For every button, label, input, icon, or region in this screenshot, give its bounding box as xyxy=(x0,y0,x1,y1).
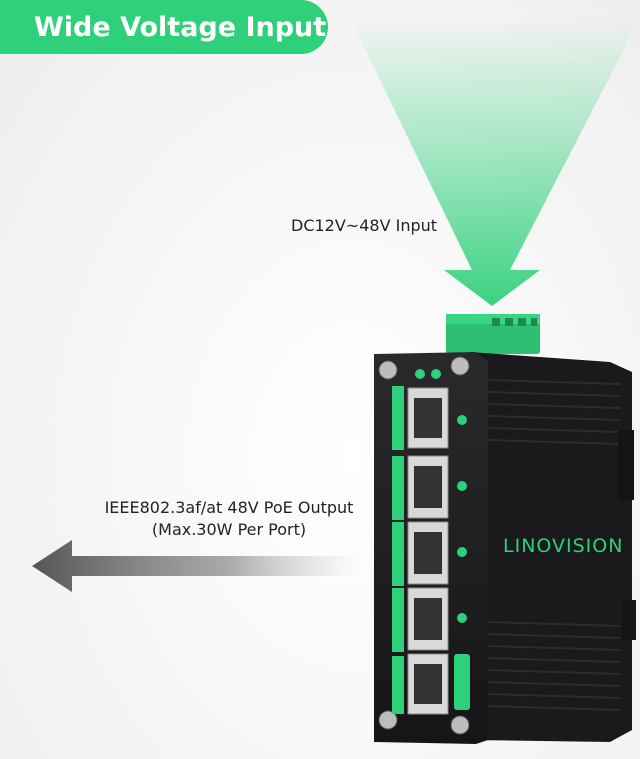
input-arrow xyxy=(350,18,640,306)
led-icon xyxy=(431,369,441,379)
title-text: Wide Voltage Input xyxy=(34,11,327,43)
output-arrow xyxy=(32,540,360,592)
front-panel xyxy=(374,352,488,744)
brand-logo: LINOVISION xyxy=(503,535,624,557)
screw-icon xyxy=(450,715,470,735)
led-icon xyxy=(415,369,425,379)
screw-icon xyxy=(378,360,398,380)
poe-label: IEEE802.3af/at 48V PoE Output (Max.30W P… xyxy=(100,497,358,541)
terminal-block xyxy=(446,314,540,354)
title-banner: Wide Voltage Input xyxy=(0,0,328,54)
screw-icon xyxy=(378,710,398,730)
input-label: DC12V~48V Input xyxy=(291,216,438,235)
switch-body xyxy=(470,352,636,742)
screw-icon xyxy=(450,356,470,376)
poe-label-line2: (Max.30W Per Port) xyxy=(151,520,307,539)
poe-label-line1: IEEE802.3af/at 48V PoE Output xyxy=(104,498,354,517)
